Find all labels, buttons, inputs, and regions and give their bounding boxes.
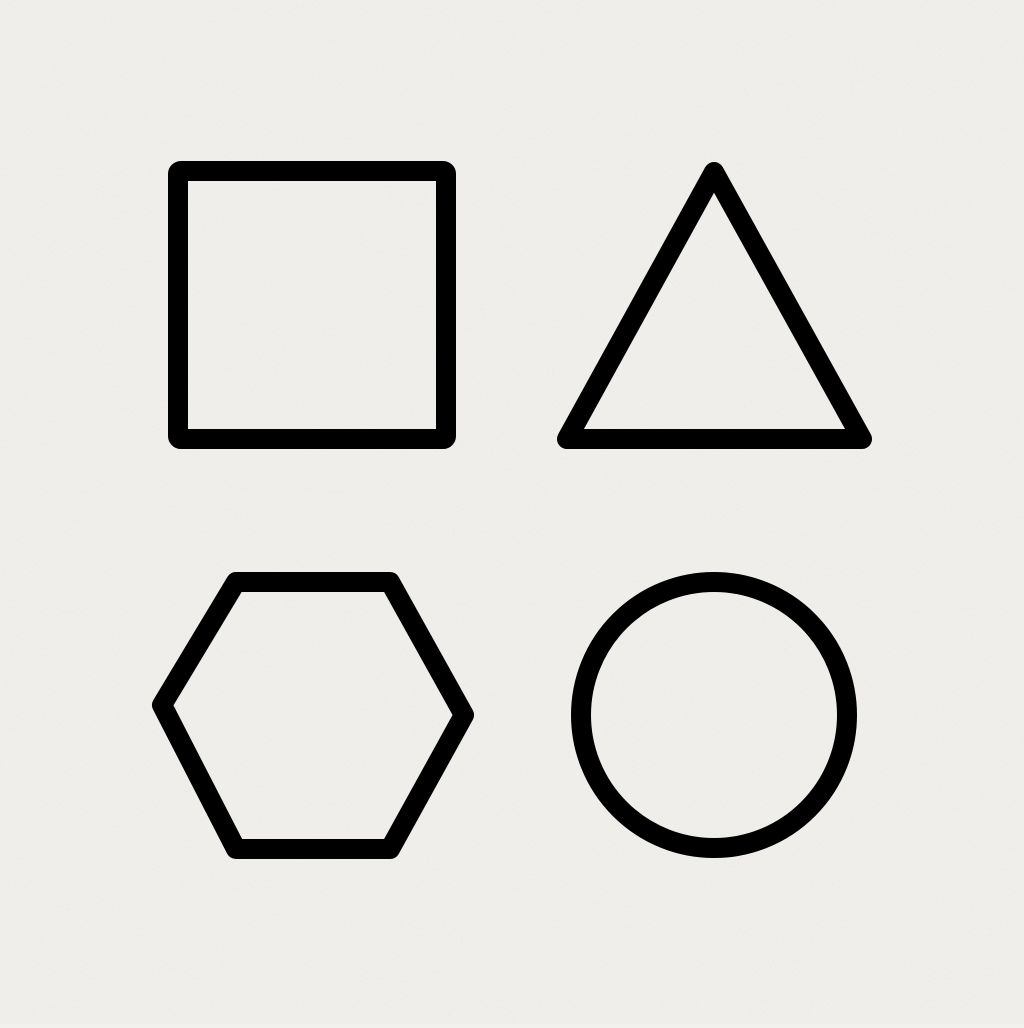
triangle-outline (557, 162, 872, 449)
square-outline (168, 161, 456, 449)
circle-outline (571, 572, 857, 858)
hexagon-outline (152, 572, 474, 859)
